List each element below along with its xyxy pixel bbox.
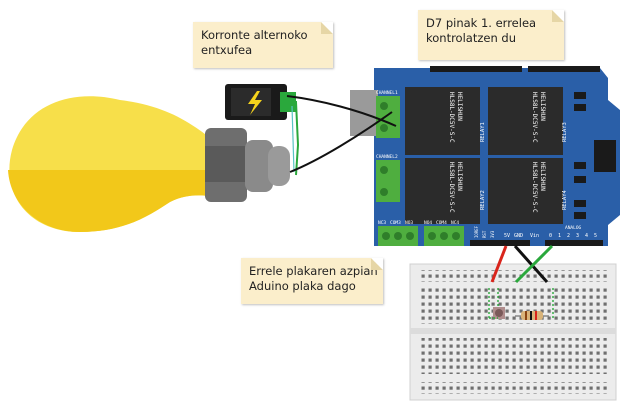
svg-text:5: 5 (594, 233, 597, 239)
svg-text:HELISHUN: HELISHUN (456, 92, 463, 121)
relay3-label: RELAY3 (562, 122, 568, 142)
terminal-block-4 (424, 226, 464, 246)
note-pin: D7 pinak 1. errelea kontrolatzen du (418, 10, 564, 60)
svg-text:3: 3 (576, 233, 579, 239)
svg-text:3V3: 3V3 (490, 230, 495, 238)
svg-text:HLS8L-DC5V-S-C: HLS8L-DC5V-S-C (531, 162, 538, 213)
note-shield: Errele plakaren azpian Aduino plaka dago (241, 258, 383, 304)
photoresistor (493, 307, 505, 319)
svg-text:5V: 5V (504, 233, 510, 239)
svg-text:HELISHUN: HELISHUN (539, 92, 546, 121)
svg-text:4: 4 (585, 233, 588, 239)
bulb-base-band (205, 146, 247, 182)
svg-text:0: 0 (549, 233, 552, 239)
svg-text:NO3: NO3 (405, 220, 413, 226)
relay-2: HELISHUN HLS8L-DC5V-S-C (488, 87, 563, 155)
relay2-label: RELAY2 (480, 190, 486, 210)
bulb-socket (245, 140, 273, 192)
relay-1: HELISHUN HLS8L-DC5V-S-C (405, 87, 480, 155)
channel1-label: CHANNEL1 (376, 90, 398, 96)
svg-text:COM4: COM4 (436, 220, 447, 226)
relay-shield: HELISHUN HLS8L-DC5V-S-C HELISHUN HLS8L-D… (350, 66, 620, 246)
svg-text:NC4: NC4 (451, 220, 459, 226)
svg-text:NC3: NC3 (378, 220, 386, 226)
relay4-label: RELAY4 (562, 189, 568, 210)
svg-text:GND: GND (514, 233, 523, 239)
terminal-block-1 (376, 96, 400, 138)
note-pin-line1: D7 pinak 1. errelea (426, 16, 537, 30)
svg-text:HELISHUN: HELISHUN (539, 162, 546, 191)
svg-text:NO4: NO4 (424, 220, 432, 226)
terminal-block-3 (378, 226, 418, 246)
svg-text:IOREF: IOREF (474, 225, 479, 238)
bulb-glass-lower (8, 170, 210, 232)
note-pin-line2: kontrolatzen du (426, 31, 516, 45)
breadboard (409, 263, 617, 401)
note-power: Korronte alternoko entxufea (193, 22, 333, 68)
svg-text:HELISHUN: HELISHUN (456, 162, 463, 191)
svg-text:Vin: Vin (530, 233, 539, 239)
svg-text:COM3: COM3 (390, 220, 401, 226)
relay-3: HELISHUN HLS8L-DC5V-S-C (405, 158, 480, 224)
svg-text:RST: RST (482, 230, 487, 238)
terminal-block-2 (376, 160, 400, 202)
svg-text:ANALOG: ANALOG (565, 225, 582, 231)
relay1-label: RELAY1 (480, 122, 486, 142)
relay-4: HELISHUN HLS8L-DC5V-S-C (488, 158, 563, 224)
ac-plug (225, 84, 296, 120)
note-power-line1: Korronte alternoko (201, 28, 308, 42)
svg-text:HLS8L-DC5V-S-C: HLS8L-DC5V-S-C (448, 162, 455, 213)
svg-text:HLS8L-DC5V-S-C: HLS8L-DC5V-S-C (531, 92, 538, 143)
resistor (515, 311, 549, 320)
svg-text:1: 1 (558, 233, 561, 239)
light-bulb (8, 96, 290, 232)
svg-text:HLS8L-DC5V-S-C: HLS8L-DC5V-S-C (448, 92, 455, 143)
svg-text:2: 2 (567, 233, 570, 239)
wires (286, 95, 554, 319)
channel2-label: CHANNEL2 (376, 154, 398, 160)
note-shield-line2: Aduino plaka dago (249, 279, 356, 293)
lightning-icon (248, 91, 262, 115)
note-shield-line1: Errele plakaren azpian (249, 264, 378, 278)
note-power-line2: entxufea (201, 43, 253, 57)
